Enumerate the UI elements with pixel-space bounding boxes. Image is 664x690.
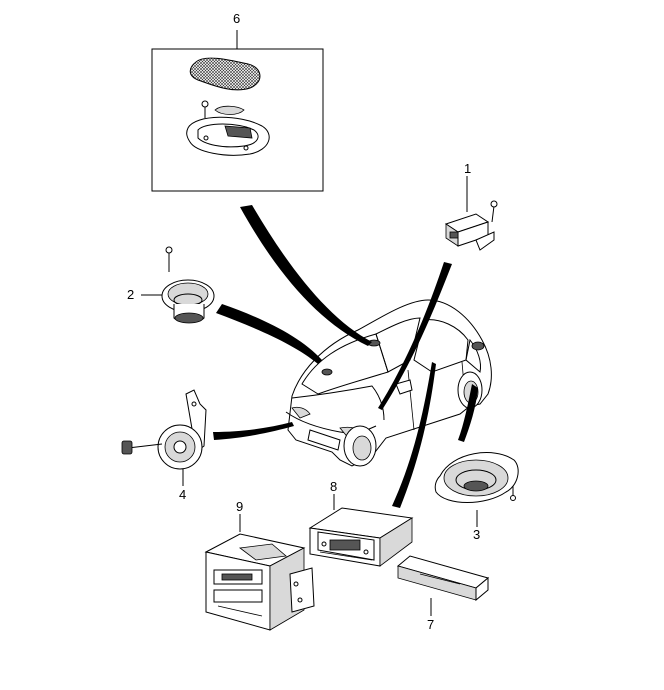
part-2-door-speaker-icon [141, 246, 215, 324]
part-7-faceplate-case-icon [396, 555, 490, 616]
leader-lines [213, 205, 478, 508]
part-8-radio-unit-icon [308, 494, 414, 567]
callout-1: 1 [464, 161, 472, 176]
part-1-amplifier-icon [444, 176, 498, 251]
callout-3: 3 [473, 527, 481, 542]
part-9-head-unit-icon [204, 514, 315, 631]
callout-6: 6 [233, 11, 241, 26]
callout-8: 8 [330, 479, 338, 494]
part-3-oval-speaker-icon [434, 452, 519, 527]
vehicle-hatchback-icon [285, 299, 492, 467]
callout-7: 7 [427, 617, 435, 632]
part-4-horn-icon [121, 389, 207, 486]
part-6-dome-lamp-icon [151, 30, 324, 192]
callout-4: 4 [179, 487, 187, 502]
callout-2: 2 [127, 287, 135, 302]
callout-9: 9 [236, 499, 244, 514]
